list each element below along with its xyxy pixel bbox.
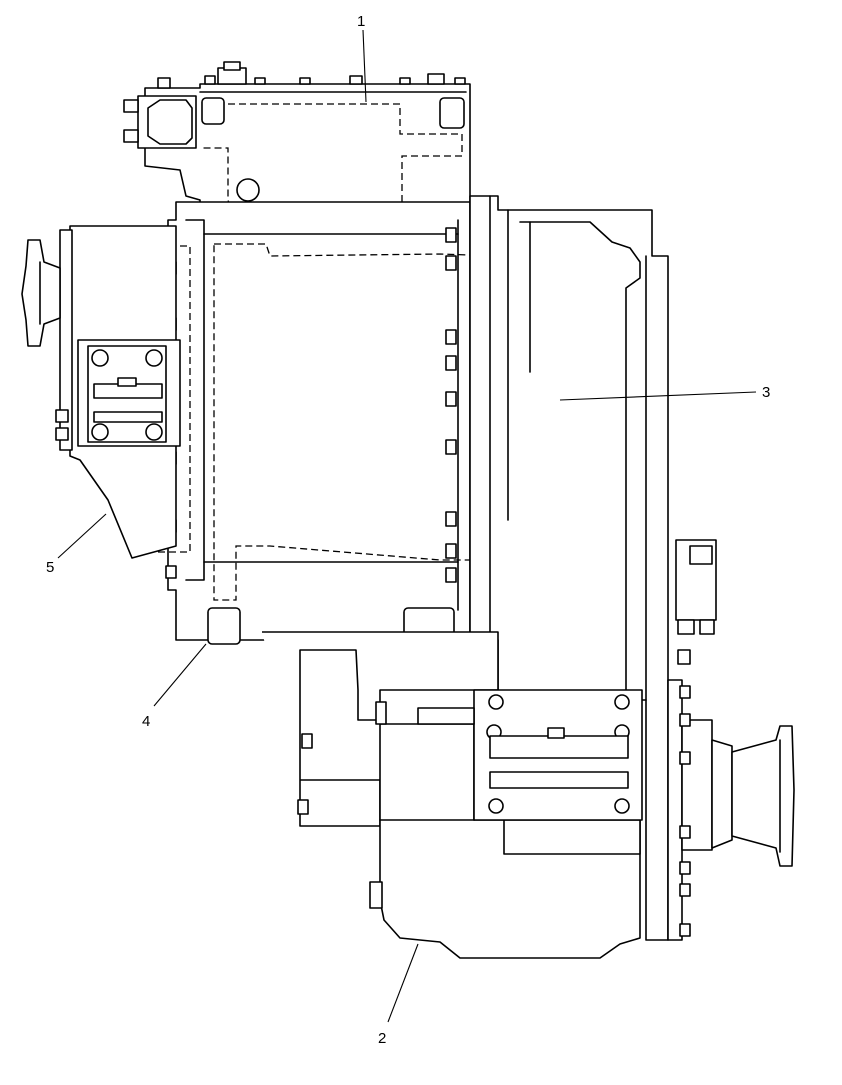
leader-3 — [559, 391, 757, 401]
callout-2: 2 — [378, 1030, 386, 1047]
callout-4: 4 — [142, 713, 150, 730]
right-output-assembly — [667, 679, 795, 941]
callout-1: 1 — [357, 13, 365, 30]
leader-5 — [57, 513, 107, 559]
leader-2 — [387, 943, 419, 1023]
bottom-case — [262, 631, 643, 959]
left-output-assembly — [21, 225, 181, 559]
leader-4 — [153, 643, 207, 707]
callout-3: 3 — [762, 384, 770, 401]
callout-5: 5 — [46, 559, 54, 576]
top-housing — [123, 61, 471, 241]
leader-1 — [362, 29, 367, 103]
